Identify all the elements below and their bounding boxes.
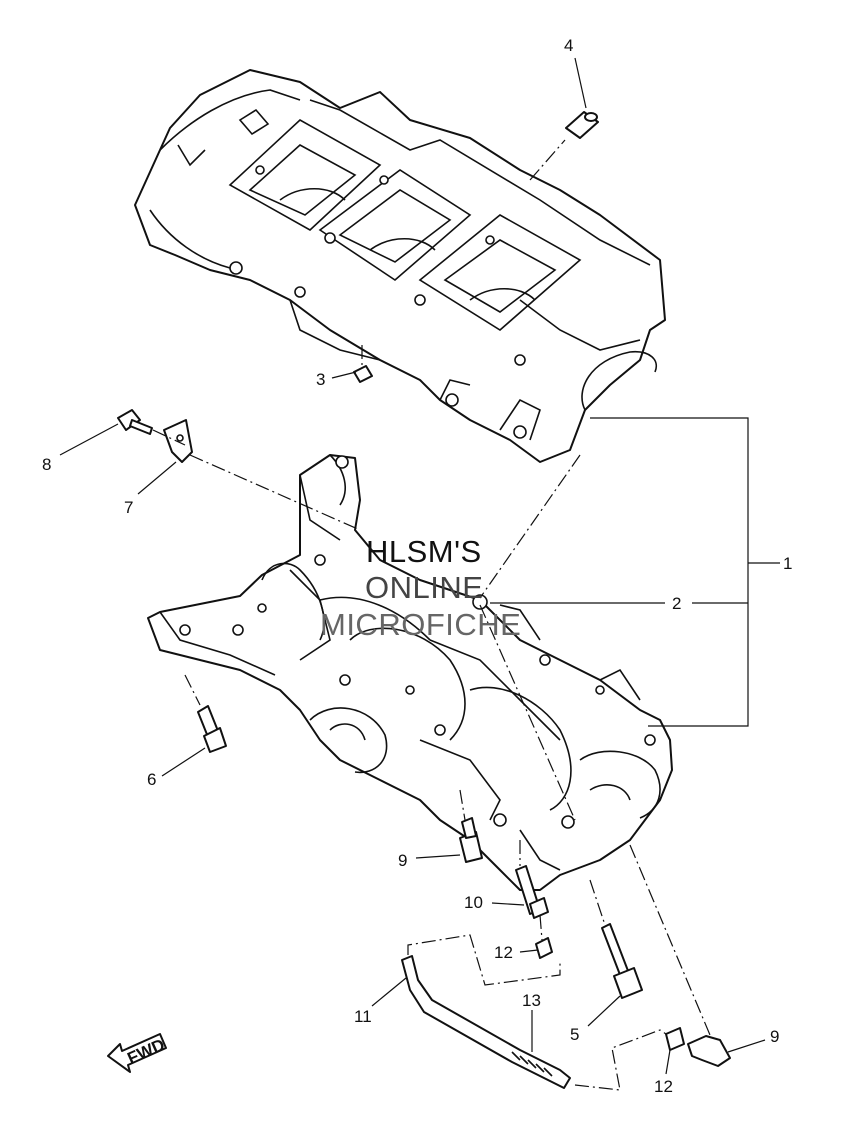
callout-label: 2 [672,594,681,613]
bolt-5 [601,923,643,999]
callout-label: 9 [398,851,407,870]
watermark-line-2: ONLINE [365,570,484,605]
callout-label: 8 [42,455,51,474]
callout-label: 1 [783,554,792,573]
watermark-line-3: MICROFICHE [320,607,522,642]
callout-label: 7 [124,498,133,517]
clamp-12-upper [535,937,553,959]
fitting-9-lower [687,1035,731,1067]
callout-label: 5 [570,1025,579,1044]
dowel-pin-4 [565,111,599,139]
fitting-9-upper [459,817,483,863]
alignment-lines [152,139,711,1091]
upper-crankcase [134,69,666,463]
callout-label: 11 [354,1007,372,1026]
bolt-8 [117,409,153,435]
hose-nipple-10 [515,865,549,919]
callouts: 4 3 8 7 1 2 6 9 10 12 11 13 5 12 9 [42,36,792,1096]
fwd-arrow: FWD [107,1033,168,1073]
hose-11-13 [401,955,571,1089]
callout-label: 10 [464,893,483,912]
dowel-pin-3 [353,365,373,383]
callout-label: 6 [147,770,156,789]
leader-lines [59,57,780,1075]
callout-label: 13 [522,991,541,1010]
callout-label: 12 [654,1077,673,1096]
bolt-6 [197,705,227,753]
clamp-12-lower [665,1027,685,1051]
lower-crankcase [147,454,673,891]
watermark-line-1: HLSM'S [366,534,482,569]
bracket-7 [163,419,193,463]
callout-label: 9 [770,1027,779,1046]
callout-label: 3 [316,370,325,389]
callout-label: 12 [494,943,513,962]
callout-label: 4 [564,36,573,55]
